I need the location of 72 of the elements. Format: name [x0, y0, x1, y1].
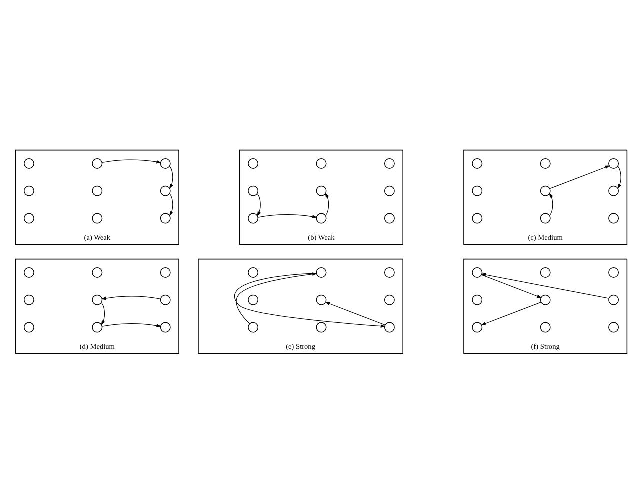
arrow: [257, 193, 262, 216]
node-circle: [24, 322, 34, 333]
arrow: [169, 166, 174, 190]
arrow: [236, 272, 318, 324]
node-circle: [608, 322, 620, 333]
arrow: [549, 192, 554, 216]
node-circle: [160, 186, 171, 196]
node-circle: [384, 267, 395, 278]
node-circle: [608, 158, 620, 169]
node-circle: [160, 294, 171, 306]
node-circle: [384, 186, 395, 196]
node-circle: [24, 158, 34, 169]
node-circle: [472, 322, 483, 333]
node-circle: [92, 294, 103, 306]
node-circle: [248, 213, 259, 224]
node-circle: [248, 294, 259, 306]
node-circle: [92, 158, 103, 169]
node-circle: [160, 322, 171, 333]
arrow: [325, 192, 330, 216]
arrow: [101, 302, 106, 326]
node-circle: [92, 186, 103, 196]
node-circle: [248, 186, 259, 196]
node-circle: [384, 322, 395, 333]
arrow: [482, 274, 542, 298]
node-circle: [540, 267, 551, 278]
node-circle: [540, 158, 551, 169]
arrow: [102, 324, 162, 328]
node-circle: [92, 213, 103, 224]
node-circle: [316, 186, 327, 196]
node-circle: [316, 213, 327, 224]
node-circle: [472, 158, 483, 169]
node-circle: [316, 322, 327, 333]
arrow: [480, 302, 542, 326]
node-circle: [384, 158, 395, 169]
node-circle: [248, 158, 259, 169]
node-circle: [92, 267, 103, 278]
node-circle: [608, 213, 620, 224]
node-circle: [384, 213, 395, 224]
node-circle: [540, 186, 551, 196]
node-circle: [160, 267, 171, 278]
node-circle: [540, 294, 551, 306]
node-circle: [472, 186, 483, 196]
node-circle: [472, 294, 483, 306]
arrow: [169, 193, 174, 216]
node-circle: [316, 294, 327, 306]
arrow: [258, 214, 318, 219]
node-circle: [24, 186, 34, 196]
node-circle: [92, 322, 103, 333]
arrow: [481, 273, 610, 299]
node-circle: [608, 267, 620, 278]
node-circle: [160, 213, 171, 224]
node-circle: [608, 294, 620, 306]
node-circle: [248, 267, 259, 278]
node-circle: [316, 158, 327, 169]
node-circle: [540, 322, 551, 333]
node-circle: [24, 267, 34, 278]
arrow: [234, 273, 386, 328]
node-circle: [608, 186, 620, 196]
node-circle: [540, 213, 551, 224]
node-circle: [384, 294, 395, 306]
node-circle: [24, 213, 34, 224]
arrow: [550, 166, 610, 190]
node-circle: [472, 267, 483, 278]
arrow: [325, 302, 386, 326]
node-circle: [472, 213, 483, 224]
node-circle: [248, 322, 259, 333]
node-circle: [160, 158, 171, 169]
arrow: [102, 160, 162, 164]
node-circle: [24, 294, 34, 306]
arrow: [101, 296, 161, 300]
arrow: [618, 166, 622, 190]
node-circle: [316, 267, 327, 278]
